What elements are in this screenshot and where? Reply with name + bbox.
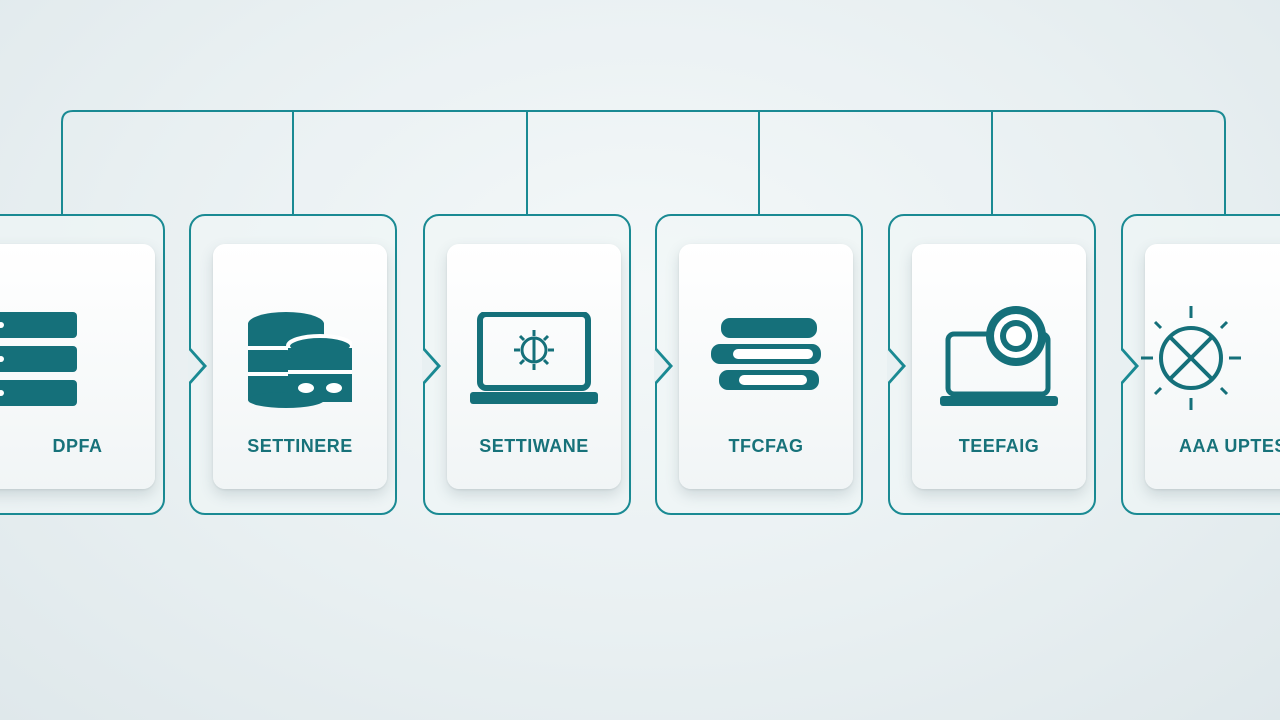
step-label: SETTIWANE <box>479 436 589 456</box>
step-tile: SETTIWANE <box>447 244 621 489</box>
step-tile: AAA UPTES <box>1141 244 1280 489</box>
arrow-notch <box>1120 346 1139 386</box>
step-tile: TFCFAG <box>679 244 853 489</box>
step-label: TFCFAG <box>728 436 804 456</box>
arrow-notch <box>654 346 673 386</box>
step-label: SETTINERE <box>247 436 353 456</box>
step-card-3: SETTIWANE <box>422 214 631 515</box>
step-card-4: TFCFAG <box>654 214 863 515</box>
step-label: AAA UPTES <box>1179 436 1280 456</box>
step-card-1: DPFA <box>0 214 165 515</box>
step-card-5: TEEFAIG <box>887 214 1096 515</box>
stacked-bars-icon <box>711 318 821 390</box>
step-card-2: SETTINERE <box>188 214 397 515</box>
step-tile: DPFA <box>0 244 155 489</box>
step-card-6: AAA UPTES <box>1120 214 1280 515</box>
laptop-gear-icon <box>470 312 598 404</box>
laptop-cog-icon <box>940 306 1058 406</box>
step-tile: SETTINERE <box>213 244 387 489</box>
arrow-notch <box>422 346 441 386</box>
arrow-notch <box>188 346 207 386</box>
step-label: DPFA <box>52 436 103 456</box>
database-server-icon <box>0 312 77 406</box>
database-cylinders-icon <box>248 312 352 408</box>
step-tile: TEEFAIG <box>912 244 1086 489</box>
arrow-notch <box>887 346 906 386</box>
target-crosshair-icon <box>1141 306 1241 410</box>
step-label: TEEFAIG <box>958 436 1040 456</box>
